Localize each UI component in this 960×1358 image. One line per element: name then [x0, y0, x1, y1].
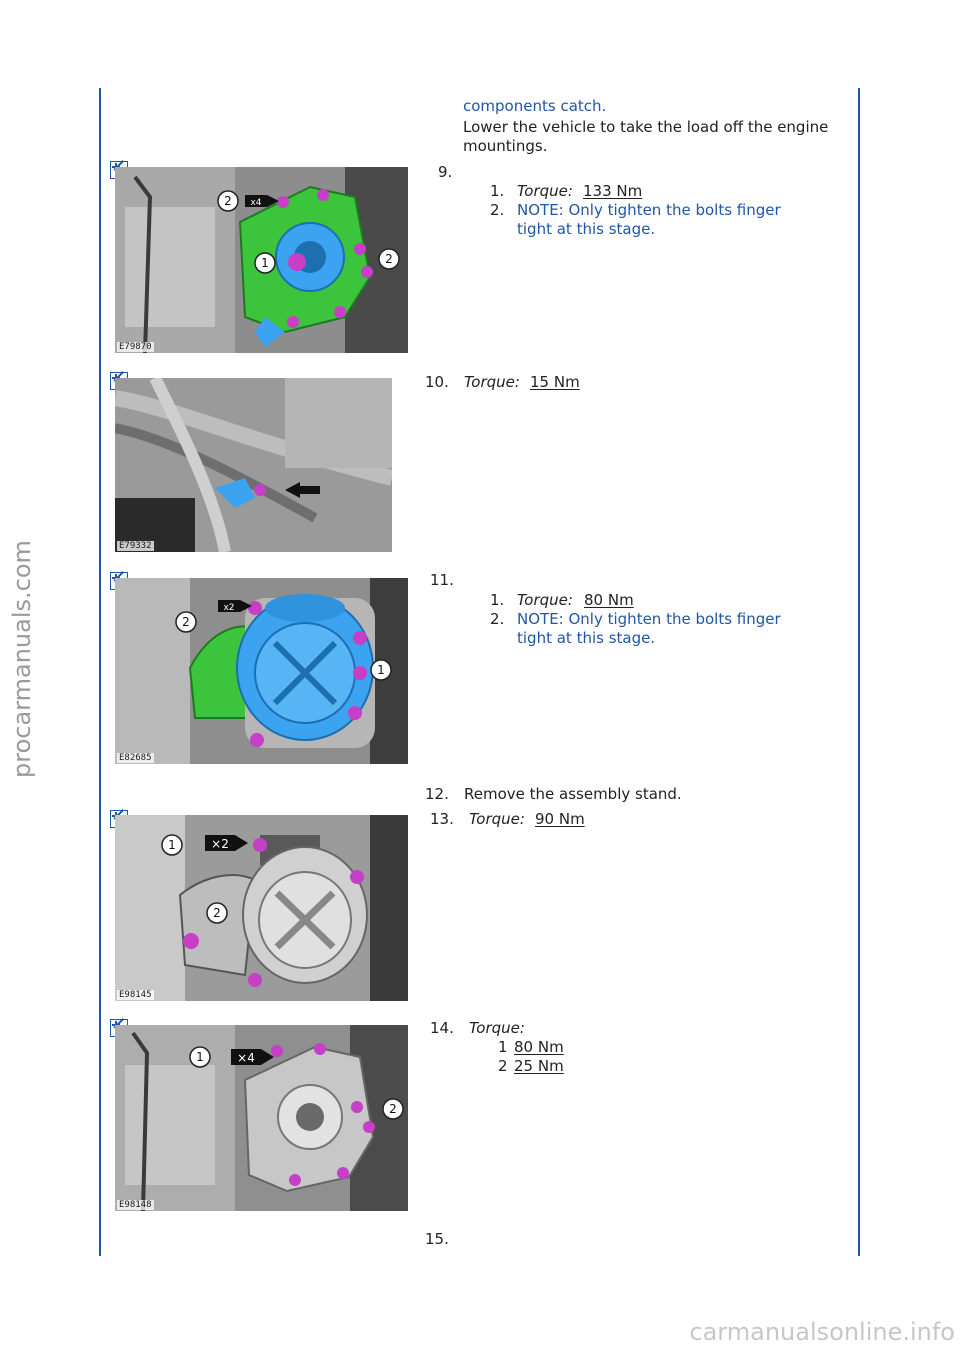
callout-x2: x2: [223, 603, 234, 613]
callout-1: 1: [196, 1050, 204, 1064]
step-9-torque-value[interactable]: 133 Nm: [583, 182, 643, 200]
step-14-number: 14.: [430, 1019, 454, 1037]
step-11-torque-label: Torque:: [517, 591, 573, 609]
figure-id: E98145: [117, 990, 154, 1000]
left-margin-rule: [99, 88, 101, 1256]
step-9-item-2-number: 2.: [490, 201, 505, 219]
figure-id: E98148: [117, 1200, 154, 1210]
side-watermark: procarmanuals.com: [8, 540, 36, 778]
step-14-torque-label: Torque:: [469, 1019, 525, 1037]
step-13-number: 13.: [430, 810, 454, 828]
figure-step-10: E79332: [115, 378, 392, 552]
figure-step-13: 1 ×2 2 E98145: [115, 815, 408, 1001]
callout-1: 1: [168, 838, 176, 852]
callout-2b: 2: [385, 252, 393, 266]
intro-line-2: mountings.: [463, 137, 548, 155]
callout-x4: x4: [250, 198, 261, 208]
step-11-item-1-number: 1.: [490, 591, 505, 609]
callout-1: 1: [261, 256, 269, 270]
callout-2: 2: [213, 906, 221, 920]
step-14-row-2-value[interactable]: 25 Nm: [514, 1057, 564, 1075]
callout-1: 1: [377, 663, 385, 677]
step-9-item-1-number: 1.: [490, 182, 505, 200]
step-11-note-line-1: NOTE: Only tighten the bolts finger: [517, 610, 781, 628]
step-11-note-line-2: tight at this stage.: [517, 629, 656, 647]
step-9-torque-label: Torque:: [517, 182, 573, 200]
callout-2: 2: [182, 615, 190, 629]
intro-note-tail: components catch.: [463, 97, 607, 115]
step-12-text: Remove the assembly stand.: [464, 785, 682, 803]
figure-id: E79870: [117, 342, 154, 352]
step-15-number: 15.: [425, 1230, 449, 1248]
step-10-torque-value[interactable]: 15 Nm: [530, 373, 580, 391]
callout-x2: ×2: [211, 837, 229, 851]
callout-2a: 2: [224, 194, 232, 208]
figure-id: E82685: [117, 753, 154, 763]
step-10-number: 10.: [425, 373, 449, 391]
step-14-row-1-value[interactable]: 80 Nm: [514, 1038, 564, 1056]
figure-step-11: 2 x2 1 E82685: [115, 578, 408, 764]
step-11-torque-value[interactable]: 80 Nm: [584, 591, 634, 609]
step-13-torque-label: Torque:: [469, 810, 525, 828]
step-14-row-2-number: 2: [498, 1057, 508, 1075]
step-11-item-2-number: 2.: [490, 610, 505, 628]
intro-line-1: Lower the vehicle to take the load off t…: [463, 118, 829, 136]
step-11-number: 11.: [430, 571, 454, 589]
step-14-row-1-number: 1: [498, 1038, 508, 1056]
callout-x4: ×4: [237, 1051, 255, 1065]
right-margin-rule: [858, 88, 860, 1256]
figure-step-14: 1 ×4 2 E98148: [115, 1025, 408, 1211]
callout-2: 2: [389, 1102, 397, 1116]
step-9-note-line-2: tight at this stage.: [517, 220, 656, 238]
step-13-torque-value[interactable]: 90 Nm: [535, 810, 585, 828]
bottom-watermark: carmanualsonline.info: [689, 1318, 955, 1346]
step-12-number: 12.: [425, 785, 449, 803]
figure-id: E79332: [117, 541, 154, 551]
figure-step-9: 2 x4 1 2 E79870: [115, 167, 408, 353]
step-9-note-line-1: NOTE: Only tighten the bolts finger: [517, 201, 781, 219]
step-9-number: 9.: [438, 163, 453, 181]
step-10-torque-label: Torque:: [464, 373, 520, 391]
